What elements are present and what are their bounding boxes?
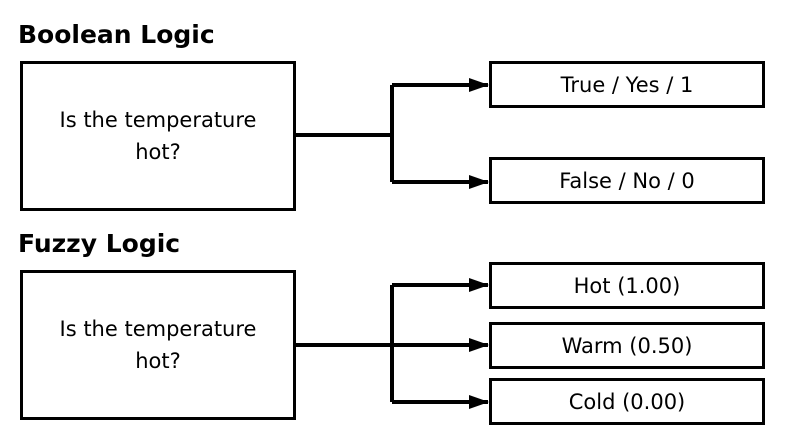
fuzzy-question-text: Is the temperature hot?	[59, 317, 257, 373]
fuzzy-output-warm: Warm (0.50)	[489, 322, 765, 369]
boolean-output-false: False / No / 0	[489, 157, 765, 204]
boolean-output-true: True / Yes / 1	[489, 61, 765, 108]
fuzzy-logic-heading: Fuzzy Logic	[18, 229, 181, 258]
fuzzy-output-cold: Cold (0.00)	[489, 378, 765, 425]
fuzzy-question-box: Is the temperature hot?	[20, 270, 296, 420]
boolean-logic-heading: Boolean Logic	[18, 20, 215, 49]
boolean-question-text: Is the temperature hot?	[59, 108, 257, 164]
fuzzy-output-hot: Hot (1.00)	[489, 262, 765, 309]
boolean-question-box: Is the temperature hot?	[20, 61, 296, 211]
